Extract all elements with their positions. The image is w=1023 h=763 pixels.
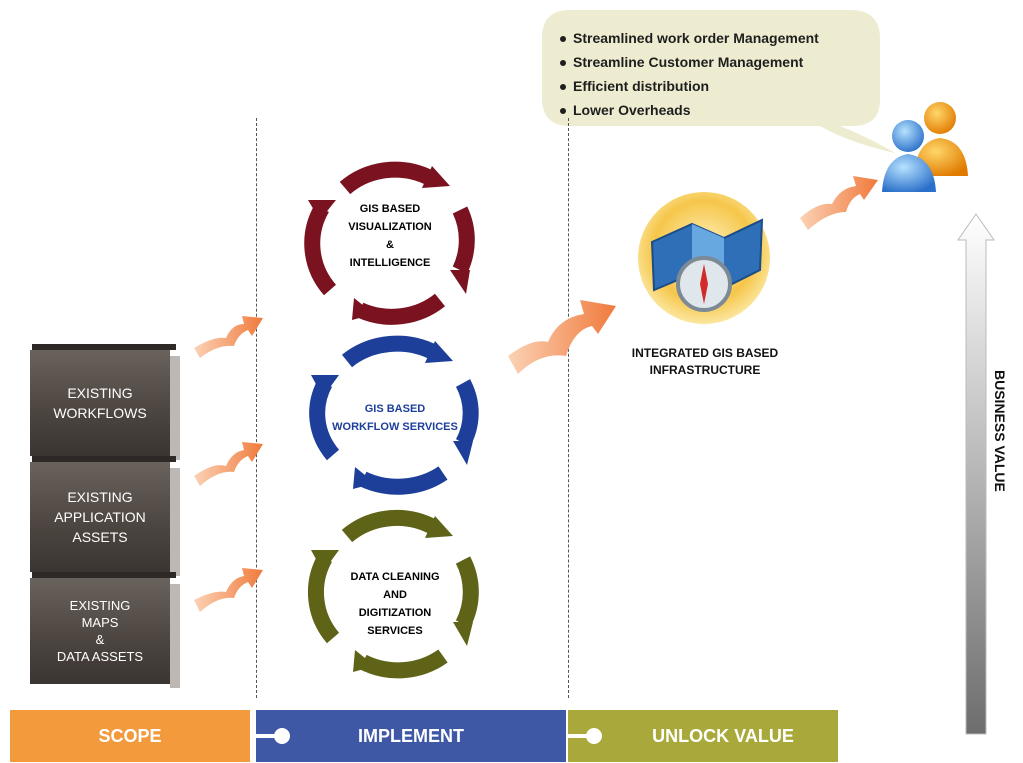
- flow-arrow: [194, 316, 263, 358]
- benefit-item: Streamline Customer Management: [560, 50, 819, 74]
- cycle-label-workflow: GIS BASED WORKFLOW SERVICES: [332, 403, 458, 433]
- cycle-ring-data-cleaning: [308, 509, 479, 679]
- cycle-ring-visualization: [304, 161, 475, 325]
- benefits-list: Streamlined work order Management Stream…: [560, 26, 819, 122]
- phase-divider: [568, 118, 569, 698]
- business-value-label: BUSINESS VALUE: [992, 370, 1008, 492]
- flow-arrow: [800, 176, 878, 230]
- phase-divider: [256, 118, 257, 698]
- cycle-label-visualization: GIS BASED VISUALIZATION & INTELLIGENCE: [348, 203, 432, 269]
- benefit-item: Streamlined work order Management: [560, 26, 819, 50]
- benefit-item: Efficient distribution: [560, 74, 819, 98]
- benefit-item: Lower Overheads: [560, 98, 819, 122]
- flow-arrow: [508, 300, 616, 374]
- benefits-callout-shape: [542, 10, 895, 153]
- scope-block-workflows: EXISTING WORKFLOWS: [30, 344, 180, 460]
- users-icon: [882, 102, 968, 192]
- flow-arrow: [194, 442, 263, 486]
- phase-connector: [256, 734, 280, 738]
- phase-knob: [274, 728, 290, 744]
- phase-knob: [586, 728, 602, 744]
- infrastructure-label: INTEGRATED GIS BASED INFRASTRUCTURE: [631, 346, 779, 377]
- phase-implement: IMPLEMENT: [256, 710, 566, 762]
- flow-arrow: [194, 568, 263, 612]
- cycle-ring-workflow: [309, 335, 479, 495]
- scope-block-maps-data: EXISTING MAPS & DATA ASSETS: [30, 572, 180, 688]
- phase-connector: [568, 734, 592, 738]
- phase-unlock-value: UNLOCK VALUE: [568, 710, 838, 762]
- scope-block-application-assets: EXISTING APPLICATION ASSETS: [30, 456, 180, 576]
- business-value-arrow: [957, 213, 995, 735]
- cycle-label-data-cleaning: DATA CLEANING AND DIGITIZATION SERVICES: [350, 571, 440, 637]
- map-compass-icon: [638, 192, 770, 324]
- phase-scope: SCOPE: [10, 710, 250, 762]
